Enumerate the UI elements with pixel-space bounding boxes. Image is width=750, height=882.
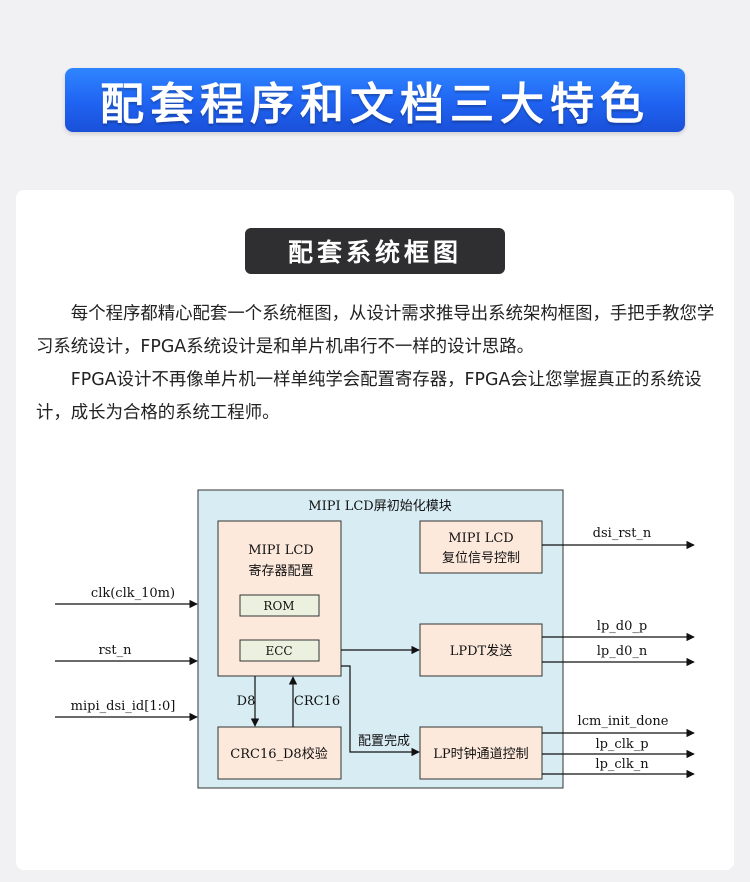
clk-input-label: clk(clk_10m) — [91, 586, 175, 601]
rst-input-label: rst_n — [99, 643, 133, 658]
config-done-arrow — [341, 665, 420, 757]
d8-label: D8 — [237, 694, 256, 709]
config-done-label: 配置完成 — [358, 734, 410, 749]
intro-paragraph-1: 每个程序都精心配套一个系统框图，从设计需求推导出系统架构框图，手把手教您学习系统… — [36, 304, 715, 357]
id-input-label: mipi_dsi_id[1:0] — [71, 699, 176, 714]
module-title: MIPI LCD屏初始化模块 — [308, 499, 451, 514]
lp-d0-n-label: lp_d0_n — [597, 644, 648, 659]
lp-clock-label: LP时钟通道控制 — [433, 746, 528, 762]
intro-paragraph-2: FPGA设计不再像单片机一样单纯学会配置寄存器，FPGA会让您掌握真正的系统设计… — [36, 370, 702, 423]
section-badge: 配套系统框图 — [245, 228, 505, 274]
rom-box — [239, 594, 320, 617]
crc-block — [217, 726, 342, 780]
ecc-label: ECC — [265, 644, 292, 658]
banner-title: 配套程序和文档三大特色 — [100, 79, 650, 130]
lp-clk-n-label: lp_clk_n — [595, 757, 649, 772]
lpdt-block — [419, 623, 543, 677]
crc16-label: CRC16 — [294, 694, 340, 709]
reset-block-line2: 复位信号控制 — [442, 551, 520, 566]
crc-label: CRC16_D8校验 — [230, 746, 327, 762]
config-block-line1: MIPI LCD — [248, 543, 313, 558]
dsi-rst-label: dsi_rst_n — [593, 526, 652, 541]
config-block-line2: 寄存器配置 — [248, 563, 313, 579]
lcm-init-done-label: lcm_init_done — [578, 714, 669, 729]
lp-d0-p-label: lp_d0_p — [597, 619, 647, 634]
lp-clk-p-label: lp_clk_p — [595, 737, 648, 752]
reset-block-line1: MIPI LCD — [448, 531, 513, 546]
ecc-box — [239, 639, 320, 662]
lpdt-label: LPDT发送 — [450, 643, 512, 659]
rom-label: ROM — [263, 599, 294, 613]
feature-banner: 配套程序和文档三大特色 — [65, 68, 685, 132]
reset-control-block — [419, 520, 543, 574]
section-title: 配套系统框图 — [287, 238, 462, 267]
lp-clock-block — [419, 726, 543, 780]
